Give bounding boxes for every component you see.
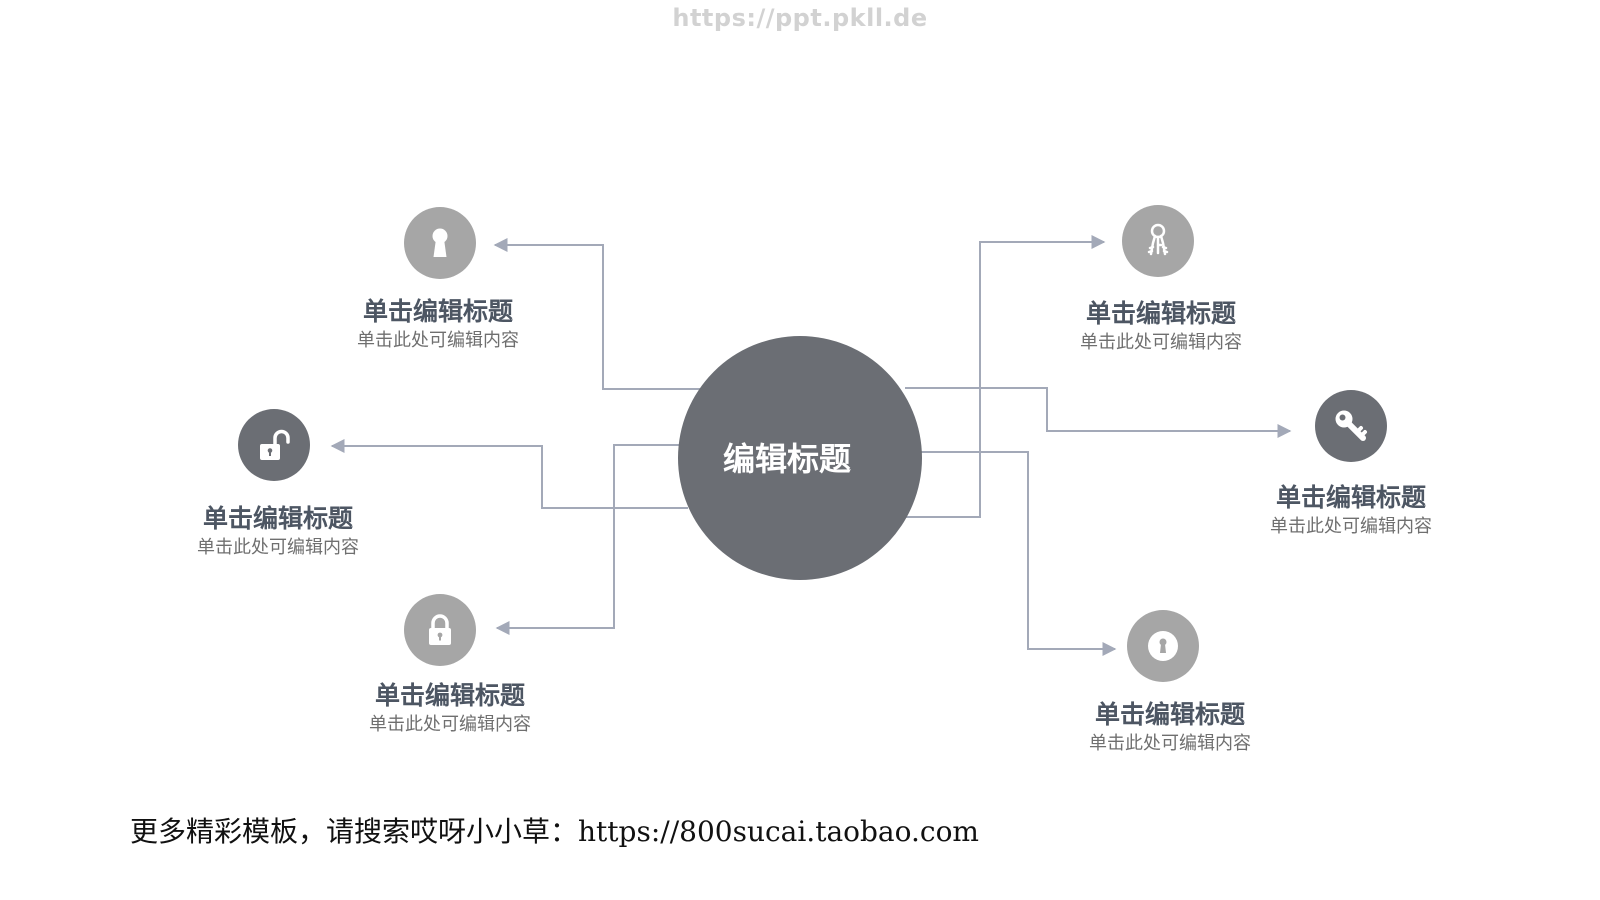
connector-top-right <box>905 235 1106 518</box>
connector-bottom-right <box>918 451 1117 656</box>
node-middle-right: 单击编辑标题 单击此处可编辑内容 <box>1221 482 1481 540</box>
connector-bottom-left <box>495 444 680 635</box>
footer-promo-text: 更多精彩模板，请搜索哎呀小小草：https://800sucai.taobao.… <box>130 815 979 848</box>
node-bottom-right: 单击编辑标题 单击此处可编辑内容 <box>1040 699 1300 757</box>
connector-top-left <box>493 238 700 390</box>
node-title: 单击编辑标题 <box>202 504 353 533</box>
key-icon <box>1315 390 1387 462</box>
node-middle-left: 单击编辑标题 单击此处可编辑内容 <box>148 503 408 561</box>
connector-middle-right <box>905 387 1292 438</box>
node-bottom-left: 单击编辑标题 单击此处可编辑内容 <box>320 680 580 738</box>
node-title: 单击编辑标题 <box>1275 483 1426 512</box>
node-top-left: 单击编辑标题 单击此处可编辑内容 <box>308 296 568 354</box>
node-subtitle: 单击此处可编辑内容 <box>369 714 531 735</box>
watermark-url: https://ppt.pkll.de <box>672 4 928 32</box>
key-bunch-icon <box>1122 205 1194 277</box>
node-subtitle: 单击此处可编辑内容 <box>1270 516 1432 537</box>
padlock-icon <box>404 594 476 666</box>
node-title: 单击编辑标题 <box>1094 700 1245 729</box>
center-title: 编辑标题 <box>722 440 851 478</box>
node-title: 单击编辑标题 <box>374 681 525 710</box>
node-top-right: 单击编辑标题 单击此处可编辑内容 <box>1031 298 1291 356</box>
unlocked-padlock-icon <box>238 409 310 481</box>
connector-middle-left <box>330 439 688 509</box>
node-title: 单击编辑标题 <box>1085 299 1236 328</box>
node-subtitle: 单击此处可编辑内容 <box>1089 733 1251 754</box>
node-subtitle: 单击此处可编辑内容 <box>1080 332 1242 353</box>
node-subtitle: 单击此处可编辑内容 <box>197 537 359 558</box>
center-circle: 编辑标题 <box>678 336 922 580</box>
keyhole-icon <box>404 207 476 279</box>
node-subtitle: 单击此处可编辑内容 <box>357 330 519 351</box>
round-keyhole-icon <box>1127 610 1199 682</box>
node-title: 单击编辑标题 <box>362 297 513 326</box>
